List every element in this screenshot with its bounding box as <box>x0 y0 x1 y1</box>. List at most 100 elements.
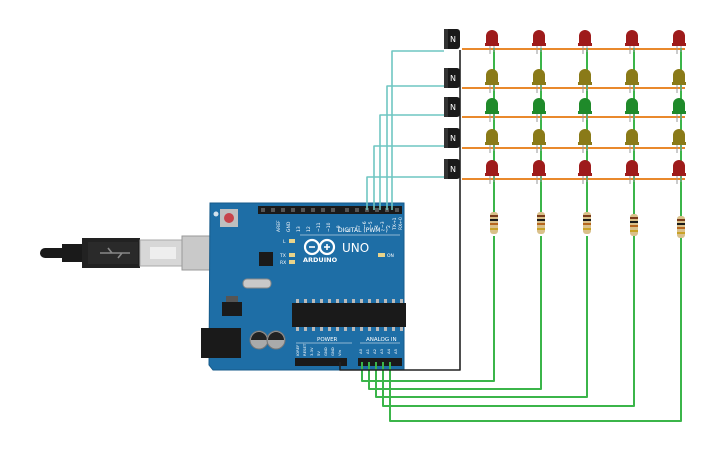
arduino-logo <box>303 238 336 256</box>
capacitor <box>249 330 269 350</box>
led[interactable] <box>485 160 499 184</box>
transistor-label: N <box>450 35 456 44</box>
led[interactable] <box>485 30 499 54</box>
analog-pin-label: A1 <box>365 348 370 354</box>
power-header-label: POWER <box>317 337 338 343</box>
base-wire[interactable] <box>386 85 444 210</box>
power-pin-label: RESET <box>302 343 307 356</box>
led[interactable] <box>485 129 499 153</box>
resistor[interactable] <box>677 216 685 238</box>
power-pin-label: 5V <box>316 351 321 356</box>
analog-pin-label: A3 <box>379 348 384 354</box>
digital-pin-label: ~10 <box>326 222 332 232</box>
npn-transistor[interactable]: N <box>444 97 460 117</box>
digital-pin-label: 2 <box>386 225 392 228</box>
analog-wire[interactable] <box>389 236 682 422</box>
led[interactable] <box>485 69 499 93</box>
on-label: ON <box>387 253 394 259</box>
base-wire[interactable] <box>366 176 444 210</box>
led-matrix[interactable] <box>485 30 686 184</box>
usb-icon <box>100 247 130 259</box>
led[interactable] <box>672 30 686 54</box>
led[interactable] <box>625 160 639 184</box>
reset-button[interactable] <box>220 209 238 227</box>
led[interactable] <box>578 30 592 54</box>
led[interactable] <box>625 129 639 153</box>
base-wire[interactable] <box>373 145 444 210</box>
digital-header-label: DIGITAL (PWM~) <box>338 227 388 234</box>
led[interactable] <box>532 129 546 153</box>
tx-led-label: TX <box>279 253 286 259</box>
transistor-label: N <box>450 103 456 112</box>
capacitor <box>266 330 286 350</box>
npn-transistor[interactable]: N <box>444 128 460 148</box>
led[interactable] <box>578 160 592 184</box>
led[interactable] <box>578 98 592 122</box>
aref-label: AREF <box>276 220 282 232</box>
digital-pin-label: 8 <box>346 229 352 232</box>
analog-wire[interactable] <box>382 236 635 407</box>
led[interactable] <box>532 69 546 93</box>
led[interactable] <box>672 98 686 122</box>
resistor[interactable] <box>490 212 498 234</box>
npn-transistor[interactable]: N <box>444 68 460 88</box>
digital-pin-label: 7 <box>356 225 362 228</box>
digital-pin-label: 12 <box>306 226 312 232</box>
analog-pin-label: A2 <box>372 348 377 354</box>
arduino-board[interactable]: AREF GND 13 12 ~11 ~10 ~9 8 7 ~6 ~5 4 ~3… <box>201 202 406 371</box>
analog-pin-label: A4 <box>386 348 391 354</box>
power-pin-label: Vin <box>337 349 342 356</box>
digital-pin-label: ~6 <box>362 221 368 228</box>
transistor-column[interactable]: N N N N N <box>444 29 460 179</box>
analog-wire[interactable] <box>361 236 495 382</box>
digital-pin-label: RX←0 <box>398 217 404 230</box>
led[interactable] <box>672 129 686 153</box>
analog-pin-header[interactable] <box>358 358 402 366</box>
led[interactable] <box>625 30 639 54</box>
board-model: UNO <box>342 241 369 255</box>
led[interactable] <box>578 69 592 93</box>
led[interactable] <box>532 160 546 184</box>
base-wire[interactable] <box>391 50 444 210</box>
transistor-label: N <box>450 74 456 83</box>
gnd-label: GND <box>286 221 292 232</box>
power-pin-label: GND <box>323 347 328 356</box>
atmega-chip <box>292 299 406 331</box>
resistor[interactable] <box>537 212 545 234</box>
npn-transistor[interactable]: N <box>444 159 460 179</box>
power-pin-header[interactable] <box>295 358 347 366</box>
led[interactable] <box>532 30 546 54</box>
base-wire[interactable] <box>379 114 444 210</box>
resistor-row[interactable] <box>490 212 685 238</box>
led[interactable] <box>625 98 639 122</box>
power-pin-label: IOREF <box>295 345 300 356</box>
led[interactable] <box>672 69 686 93</box>
resistor[interactable] <box>583 212 591 234</box>
digital-pin-label: 4 <box>374 225 380 228</box>
dc-power-jack[interactable] <box>201 328 241 358</box>
transistor-label: N <box>450 165 456 174</box>
led[interactable] <box>625 69 639 93</box>
npn-transistor[interactable]: N <box>444 29 460 49</box>
analog-header-label: ANALOG IN <box>366 337 397 343</box>
analog-wire[interactable] <box>368 236 542 390</box>
digital-pin-label: ~11 <box>316 222 322 232</box>
rx-led <box>289 260 295 264</box>
l-led-label: L <box>283 239 286 245</box>
ground-wire[interactable] <box>339 50 461 371</box>
resistor[interactable] <box>630 214 638 236</box>
led[interactable] <box>578 129 592 153</box>
analog-wire[interactable] <box>375 236 588 398</box>
transistor-label: N <box>450 134 456 143</box>
power-pin-label: GND <box>330 347 335 356</box>
led[interactable] <box>672 160 686 184</box>
crystal <box>242 278 272 289</box>
led[interactable] <box>532 98 546 122</box>
rx-led-label: RX <box>280 260 286 266</box>
digital-pin-label: ~3 <box>380 221 386 228</box>
digital-pin-label: TX→1 <box>392 217 398 231</box>
voltage-regulator <box>222 296 242 316</box>
digital-pin-label: ~9 <box>336 225 342 232</box>
led[interactable] <box>485 98 499 122</box>
